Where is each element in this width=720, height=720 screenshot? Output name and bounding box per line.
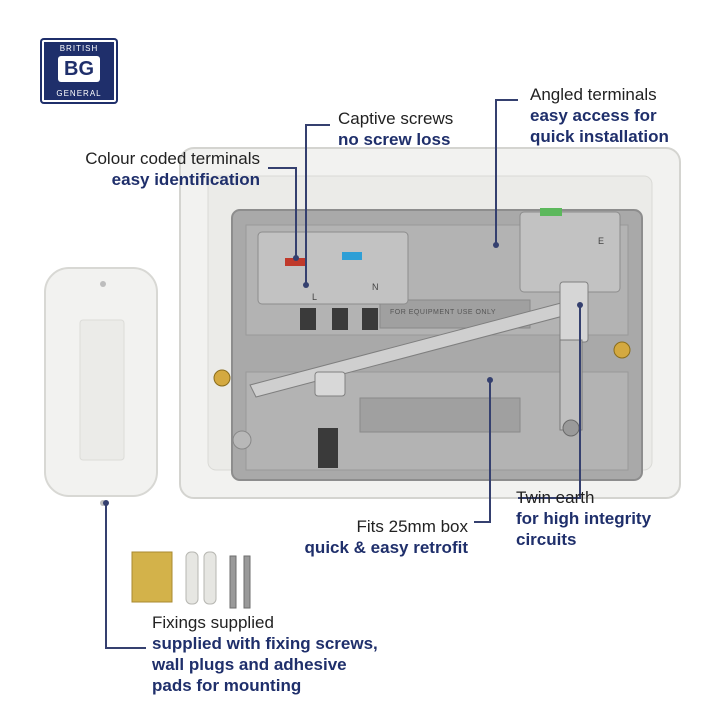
fixing-screw-right (613, 341, 631, 359)
adhesive-pad (131, 551, 173, 603)
callout-fixings-sub-2: wall plugs and adhesive (152, 655, 347, 674)
callout-colour-coded-sub: easy identification (111, 170, 260, 189)
terminal-label-n: N (372, 282, 379, 292)
leader-fixings (105, 503, 146, 649)
strap-clip-left (314, 371, 346, 397)
callout-colour-coded-title: Colour coded terminals (85, 149, 260, 168)
leader-angled-terminals (495, 99, 518, 245)
screw-hole-2 (332, 308, 348, 330)
socket-label-lower (359, 397, 521, 433)
callout-fits-box-sub: quick & easy retrofit (304, 538, 468, 557)
leader-colour-coded (268, 167, 297, 258)
callout-twin-earth-sub-1: for high integrity (516, 509, 652, 528)
strap-clip-right (559, 281, 589, 343)
callout-fixings: Fixings supplied supplied with fixing sc… (152, 612, 442, 696)
logo-text-mid: BG (58, 56, 100, 82)
body-foot-1 (232, 430, 252, 450)
callout-fixings-title: Fixings supplied (152, 613, 274, 632)
cover-plate-recess (79, 319, 125, 461)
callout-fixings-sub-3: pads for mounting (152, 676, 302, 695)
terminal-block-right (519, 211, 621, 293)
earth-screw-column (559, 339, 583, 431)
screw-hole-1 (300, 308, 316, 330)
callout-twin-earth: Twin earth for high integrity circuits (516, 487, 706, 550)
earth-screw-head (562, 419, 580, 437)
logo-text-bottom: GENERAL (56, 89, 102, 98)
callout-captive-screws-sub: no screw loss (338, 130, 451, 149)
live-marker (285, 258, 305, 266)
callout-fixings-sub-1: supplied with fixing screws, (152, 634, 378, 653)
fixing-screw-left (213, 369, 231, 387)
leader-twin-earth (518, 305, 581, 499)
terminal-label-e: E (598, 236, 605, 246)
leader-captive-screws (305, 124, 330, 285)
wall-plug-1 (185, 551, 199, 605)
callout-angled-terminals-title: Angled terminals (530, 85, 657, 104)
callout-angled-terminals-sub-1: easy access for (530, 106, 657, 125)
callout-fits-box-title: Fits 25mm box (356, 517, 468, 536)
socket-body-label: FOR EQUIPMENT USE ONLY (390, 309, 497, 316)
screw-hole-3 (362, 308, 378, 330)
fixing-screw-2 (243, 555, 251, 609)
callout-angled-terminals: Angled terminals easy access for quick i… (530, 84, 710, 147)
earth-marker (540, 208, 562, 216)
leader-fits-box (474, 380, 491, 523)
neutral-marker (342, 252, 362, 260)
cover-plate-hole-top (100, 281, 106, 287)
callout-angled-terminals-sub-2: quick installation (530, 127, 669, 146)
fixing-screw-1 (229, 555, 237, 609)
terminal-block-left (257, 231, 409, 305)
callout-captive-screws: Captive screws no screw loss (338, 108, 518, 150)
callout-captive-screws-title: Captive screws (338, 109, 454, 128)
logo-text-top: BRITISH (59, 44, 99, 53)
body-slot (318, 428, 338, 468)
wall-plug-2 (203, 551, 217, 605)
terminal-label-l: L (312, 292, 318, 302)
leader-lines (105, 99, 581, 649)
callout-twin-earth-title: Twin earth (516, 488, 595, 507)
callout-colour-coded: Colour coded terminals easy identificati… (30, 148, 260, 190)
callout-fits-box: Fits 25mm box quick & easy retrofit (258, 516, 468, 558)
bg-logo: BRITISH BG GENERAL (40, 38, 118, 104)
callout-twin-earth-sub-2: circuits (516, 530, 577, 549)
